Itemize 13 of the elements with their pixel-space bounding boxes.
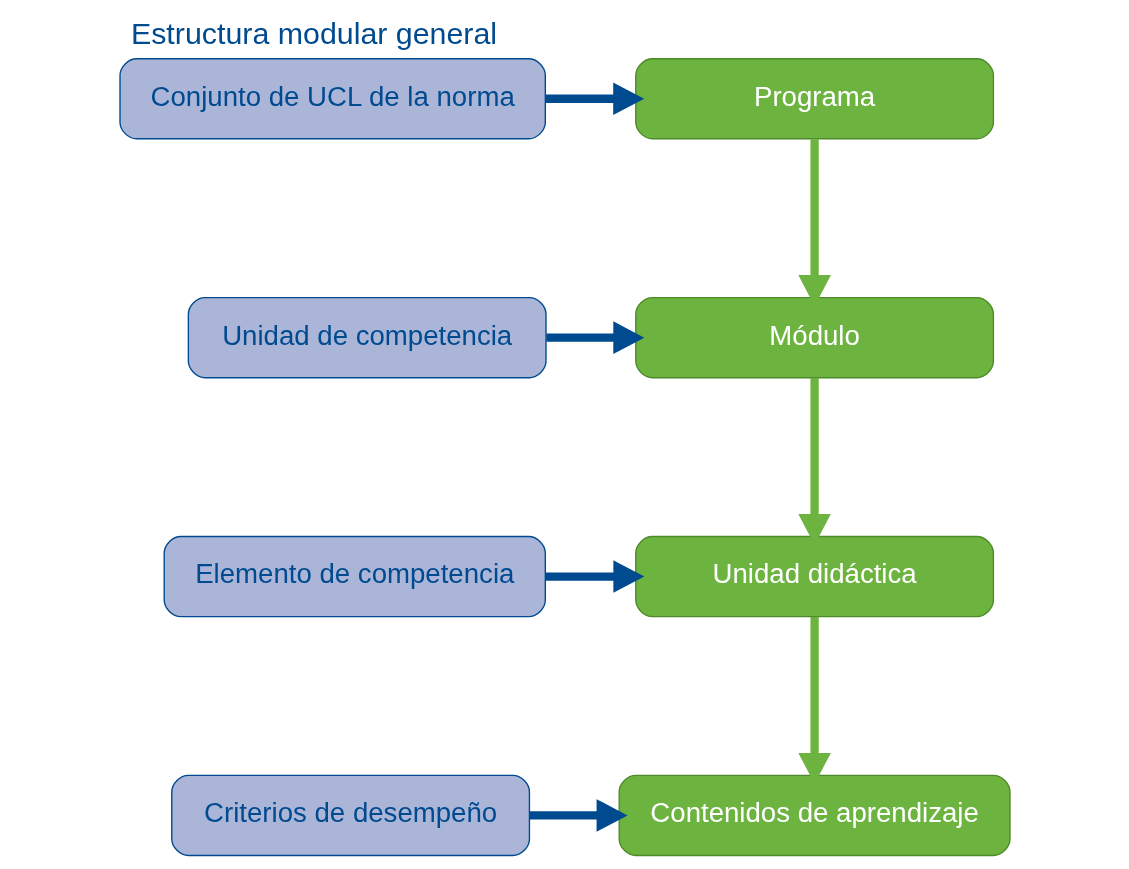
arrow — [545, 559, 644, 593]
node-box: Programa — [634, 57, 994, 139]
node-box: Unidad de competencia — [187, 296, 547, 378]
node-box: Criterios de desempeño — [170, 774, 530, 856]
diagram-title: Estructura modular general — [130, 16, 497, 50]
arrow — [544, 81, 644, 115]
arrow — [529, 798, 628, 832]
arrow — [545, 320, 644, 354]
node-box: Elemento de competencia — [163, 535, 546, 617]
node-box: Módulo — [634, 296, 994, 378]
node-box: Conjunto de UCL de la norma — [118, 57, 546, 139]
node-box: Unidad didáctica — [634, 535, 994, 617]
node-box: Contenidos de aprendizaje — [618, 774, 1011, 856]
